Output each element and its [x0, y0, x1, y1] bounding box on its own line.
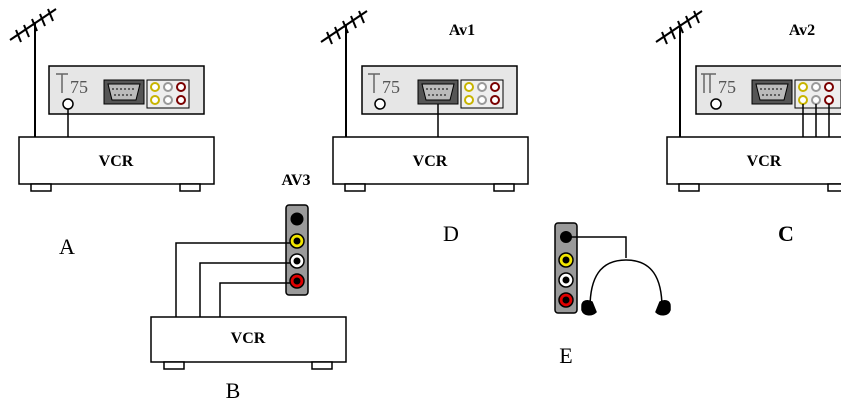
vcr-foot-right [179, 183, 201, 192]
vcr-box [150, 316, 347, 363]
impedance-label: 75 [382, 77, 400, 97]
rca-cables [802, 104, 830, 137]
impedance-label: 75 [718, 77, 736, 97]
panel-letter-e: E [559, 343, 572, 368]
panel-letter-c: C [778, 221, 794, 246]
panel-a: 75 VCR A [9, 8, 215, 259]
vcr-label: VCR [413, 153, 448, 170]
antenna-socket [62, 98, 74, 110]
antenna-icon [655, 10, 703, 137]
vcr-label: VCR [99, 153, 134, 170]
rca-connector-block-icon [460, 79, 504, 109]
panel-letter-b: B [226, 378, 241, 402]
vcr-label: VCR [231, 330, 266, 347]
antenna-socket-icon [368, 73, 380, 93]
rca-connector-block-icon [794, 79, 841, 109]
panel-letter-a: A [59, 234, 75, 259]
vcr-label: VCR [747, 153, 782, 170]
vcr-box [666, 136, 841, 185]
vcr-box [332, 136, 529, 185]
av3-cables [175, 242, 290, 317]
vcr-foot-left [30, 183, 52, 192]
antenna-socket [710, 98, 722, 110]
vcr-foot-right [311, 361, 333, 370]
header-av3: AV3 [281, 172, 310, 189]
panel-d: Av1 75 VCR D [320, 10, 529, 246]
header-av2: Av2 [789, 22, 815, 39]
headphone-jack-panel [554, 222, 578, 314]
antenna-socket-icon [56, 73, 68, 93]
vcr-foot-left [678, 183, 700, 192]
impedance-label: 75 [70, 77, 88, 97]
header-av1: Av1 [449, 22, 475, 39]
antenna-icon [320, 10, 368, 137]
vcr-foot-right [493, 183, 515, 192]
antenna-icon [9, 8, 57, 137]
scart-connector-icon [751, 79, 793, 105]
panel-letter-d: D [443, 221, 459, 246]
vcr-box [18, 136, 215, 185]
jack-black [290, 212, 304, 226]
vcr-foot-left [163, 361, 185, 370]
panel-c: Av2 75 VCR [655, 10, 841, 246]
panel-e: E [554, 222, 671, 368]
antenna-socket [374, 98, 386, 110]
panel-b: AV3 VCR B [150, 172, 347, 402]
vcr-foot-left [344, 183, 366, 192]
scart-connector-icon [103, 79, 145, 105]
scart-connector-icon [417, 79, 459, 105]
av3-jack-panel [285, 204, 309, 296]
rca-connector-block-icon [146, 79, 190, 109]
antenna-socket-icon [701, 73, 716, 93]
vcr-foot-right [827, 183, 841, 192]
headphones-icon [566, 236, 671, 316]
